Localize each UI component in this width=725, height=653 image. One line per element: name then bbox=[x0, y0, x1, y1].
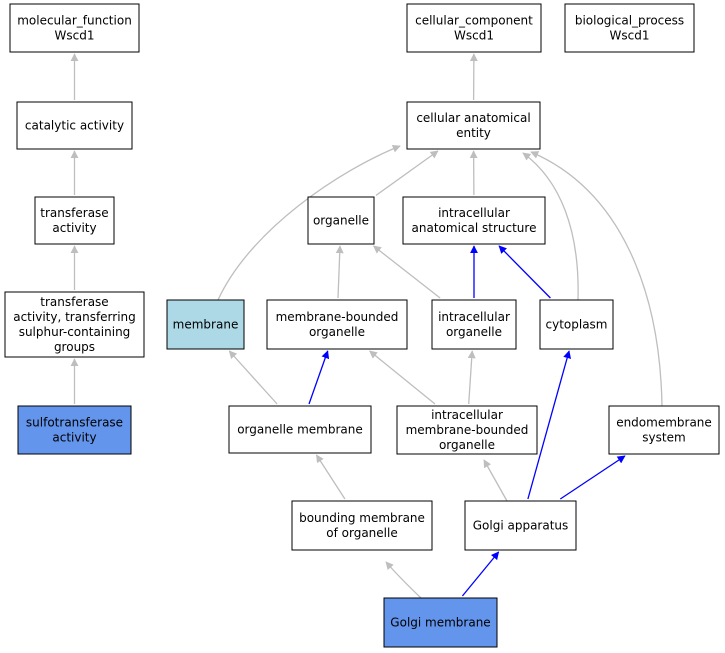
term-node-mem[interactable]: membrane bbox=[166, 299, 245, 350]
term-box bbox=[431, 299, 517, 350]
term-box bbox=[383, 597, 498, 648]
term-box bbox=[608, 405, 720, 455]
term-box bbox=[402, 196, 546, 245]
edge-gm-to-bmo-is_a bbox=[385, 561, 422, 599]
term-label-line: catalytic activity bbox=[25, 119, 124, 133]
term-node-cyto[interactable]: cytoplasm bbox=[539, 299, 614, 350]
term-box bbox=[266, 299, 408, 350]
term-label-line: bounding membrane bbox=[299, 511, 425, 525]
term-box bbox=[539, 299, 614, 350]
term-label-line: of organelle bbox=[326, 526, 397, 540]
term-label-line: membrane bbox=[173, 318, 239, 332]
term-label-line: sulphur-containing bbox=[19, 325, 131, 339]
term-label-line: Golgi membrane bbox=[390, 616, 490, 630]
term-label-line: Wscd1 bbox=[55, 29, 95, 43]
edge-cyto-to-ias-part_of bbox=[498, 245, 551, 299]
term-label-line: sulfotransferase bbox=[26, 416, 123, 430]
edge-endo-to-cae-is_a bbox=[530, 151, 663, 407]
term-label-line: endomembrane bbox=[616, 416, 712, 430]
edge-imbo-to-mbo-is_a bbox=[369, 350, 436, 405]
term-label-line: organelle bbox=[313, 214, 369, 228]
term-box bbox=[464, 500, 577, 551]
term-label-line: intracellular bbox=[438, 310, 510, 324]
edge-imbo-to-io-is_a bbox=[467, 350, 476, 405]
term-label-line: transferase bbox=[40, 206, 108, 220]
term-box bbox=[166, 299, 245, 350]
term-label-line: activity bbox=[52, 221, 96, 235]
term-label-line: biological_process bbox=[575, 14, 684, 28]
term-label-line: activity bbox=[52, 431, 96, 445]
term-box bbox=[564, 3, 695, 53]
term-label-line: groups bbox=[54, 340, 95, 354]
term-label-line: molecular_function bbox=[17, 14, 132, 28]
edges-layer bbox=[70, 53, 663, 599]
term-label-line: organelle bbox=[439, 438, 495, 452]
term-label-line: organelle bbox=[309, 325, 365, 339]
edge-gm-to-golgi-part_of bbox=[461, 551, 500, 597]
term-label-line: cellular_component bbox=[415, 14, 533, 28]
term-node-gm[interactable]: Golgi membrane bbox=[383, 597, 498, 648]
term-box bbox=[34, 196, 115, 245]
edge-golgi-to-cyto-part_of bbox=[527, 350, 572, 500]
term-box bbox=[406, 101, 541, 150]
term-node-golgi[interactable]: Golgi apparatus bbox=[464, 500, 577, 551]
edge-golgi-to-imbo-is_a bbox=[483, 459, 508, 502]
term-label-line: cytoplasm bbox=[546, 318, 608, 332]
term-label-line: entity bbox=[456, 126, 491, 140]
term-node-cat[interactable]: catalytic activity bbox=[16, 101, 133, 150]
edge-mbo-to-org-is_a bbox=[335, 245, 344, 299]
term-box bbox=[228, 405, 372, 454]
term-box bbox=[291, 500, 433, 551]
edge-io-to-org-is_a bbox=[372, 245, 441, 299]
term-label-line: organelle membrane bbox=[237, 423, 363, 437]
term-box bbox=[16, 101, 133, 150]
term-label-line: cellular anatomical bbox=[416, 111, 530, 125]
term-label-line: anatomical structure bbox=[412, 221, 537, 235]
term-label-line: activity, transferring bbox=[13, 310, 136, 324]
term-box bbox=[9, 3, 140, 53]
term-label-line: membrane-bounded bbox=[406, 423, 529, 437]
edge-cyto-to-cae-is_a bbox=[522, 152, 579, 301]
edge-mem-to-cae-is_a bbox=[217, 144, 401, 301]
term-label-line: intracellular bbox=[431, 408, 503, 422]
term-node-org[interactable]: organelle bbox=[307, 196, 375, 245]
nodes-layer: molecular_functionWscd1cellular_componen… bbox=[4, 3, 720, 648]
term-label-line: membrane-bounded bbox=[276, 310, 399, 324]
edge-org-to-cae-is_a bbox=[375, 150, 439, 196]
term-box bbox=[396, 405, 538, 455]
term-box bbox=[406, 3, 542, 53]
term-label-line: intracellular bbox=[438, 206, 510, 220]
term-box bbox=[17, 405, 132, 455]
term-box bbox=[4, 291, 145, 358]
edge-om-to-mbo-part_of bbox=[308, 350, 330, 405]
term-label-line: organelle bbox=[446, 325, 502, 339]
term-label-line: Golgi apparatus bbox=[473, 519, 569, 533]
term-label-line: Wscd1 bbox=[454, 29, 494, 43]
term-node-om[interactable]: organelle membrane bbox=[228, 405, 372, 454]
edge-bmo-to-om-is_a bbox=[315, 454, 346, 500]
term-label-line: transferase bbox=[40, 295, 108, 309]
edge-golgi-to-endo-part_of bbox=[559, 455, 626, 500]
edge-om-to-mem-is_a bbox=[228, 350, 278, 405]
term-label-line: Wscd1 bbox=[610, 29, 650, 43]
term-label-line: system bbox=[642, 431, 685, 445]
term-box bbox=[307, 196, 375, 245]
